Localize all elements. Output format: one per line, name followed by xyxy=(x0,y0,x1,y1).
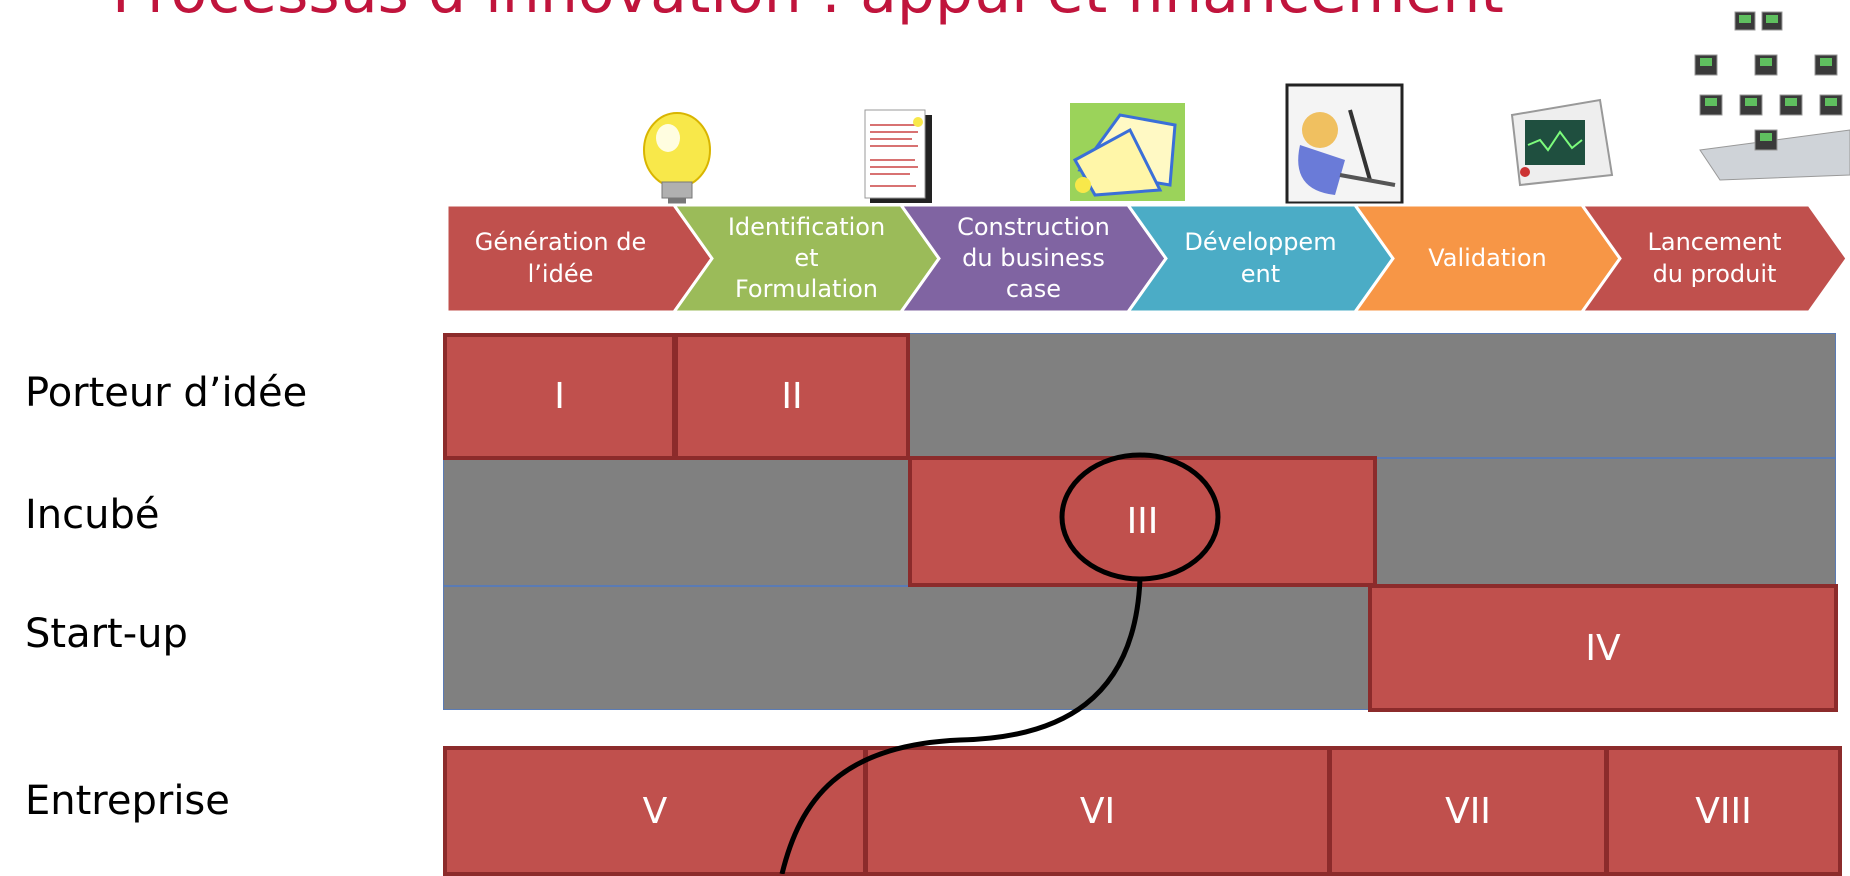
stage-label-line: Identification xyxy=(727,212,886,241)
row-label-porteur: Porteur d’idée xyxy=(25,370,308,416)
inactive-area-startup xyxy=(443,586,1371,710)
stage-label-line: et xyxy=(794,243,819,272)
stage-label-line: Validation xyxy=(1428,243,1547,272)
stage-label-line: Génération de xyxy=(474,228,647,257)
stage-label-line: Formulation xyxy=(734,275,878,304)
stage-chevron-6 xyxy=(1579,203,1849,314)
inactive-area-incube-left xyxy=(443,458,910,586)
stage-label-line: Lancement xyxy=(1647,228,1782,257)
monitor-icon xyxy=(1510,98,1614,187)
stage-label-line: l’idée xyxy=(527,259,594,288)
document-icon xyxy=(864,109,932,203)
row-label-entreprise: Entreprise xyxy=(25,778,230,824)
inactive-area-incube-right xyxy=(1375,458,1836,586)
phase-cell-ii: II xyxy=(674,333,910,460)
phase-cell-viii: VIII xyxy=(1605,746,1842,876)
phase-cell-i: I xyxy=(443,333,676,460)
engineer-icon xyxy=(1285,83,1404,205)
page-title: Processus d’innovation : appui et financ… xyxy=(112,0,1504,22)
stage-label-line: Développem xyxy=(1184,228,1337,257)
row-label-startup: Start-up xyxy=(25,611,188,657)
lightbulb-icon xyxy=(643,112,711,204)
stage-label-line: Construction xyxy=(957,212,1110,241)
stage-icons xyxy=(643,11,1850,205)
products-icon xyxy=(1694,11,1850,181)
stage-label-line: case xyxy=(1005,275,1062,304)
stage-label-line: ent xyxy=(1240,259,1281,288)
process-chevrons xyxy=(445,203,1849,314)
stage-label-line: du business xyxy=(962,243,1105,272)
phase-cell-vii: VII xyxy=(1328,746,1608,876)
phase-cell-iv: IV xyxy=(1368,584,1838,712)
row-label-incube: Incubé xyxy=(25,492,160,538)
phase-cell-vi: VI xyxy=(864,746,1331,876)
folder-icon xyxy=(1070,103,1185,201)
stage-label-5: Validation xyxy=(1378,205,1597,312)
phase-cell-v: V xyxy=(443,746,867,876)
phase-cell-iii: III xyxy=(908,456,1377,587)
inactive-area-porteur xyxy=(908,333,1836,458)
stage-label-line: du produit xyxy=(1652,259,1777,288)
